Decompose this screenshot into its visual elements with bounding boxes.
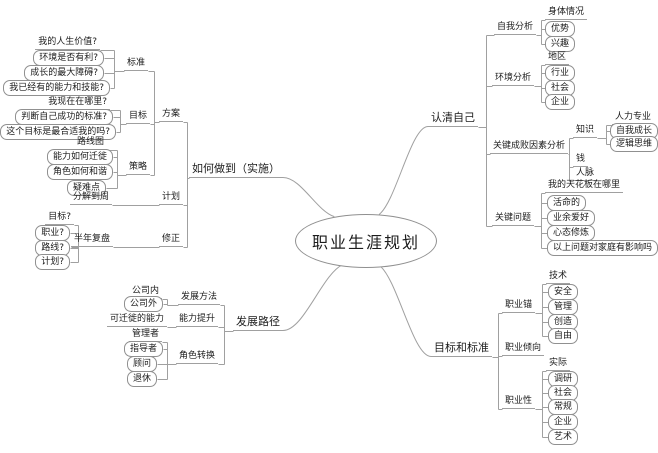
- mindmap-node-howto[interactable]: 如何做到（实施）: [189, 162, 283, 178]
- mindmap-node-qian[interactable]: 钱: [573, 153, 589, 167]
- mindmap-node-q-fit[interactable]: 这个目标是最合适我的吗?: [0, 124, 116, 140]
- edge-line: [282, 177, 335, 218]
- mindmap-node-jishu[interactable]: 技术: [546, 270, 571, 284]
- mindmap-node-know-self[interactable]: 认清自己: [428, 111, 478, 127]
- edge-line: [282, 264, 343, 331]
- mindmap-node-luxiantu[interactable]: 路线图: [73, 136, 107, 150]
- mindmap-node-qiye-2[interactable]: 企业: [548, 414, 579, 430]
- mindmap-node-huoming[interactable]: 活命的: [547, 195, 587, 211]
- mindmap-node-renmai[interactable]: 人脉: [573, 167, 598, 181]
- mindmap-node-youshi[interactable]: 优势: [545, 21, 576, 37]
- mindmap-node-gongsi-wai[interactable]: 公司外: [123, 296, 163, 312]
- edge-line: [379, 265, 432, 357]
- mindmap-node-hangye[interactable]: 行业: [545, 65, 576, 81]
- mindmap-node-changgui[interactable]: 常规: [548, 399, 579, 415]
- mindmap-node-qingxiang[interactable]: 职业倾向: [502, 342, 545, 356]
- mindmap-node-fazhan-fangfa[interactable]: 发展方法: [177, 291, 220, 305]
- mindmap-node-chengbai[interactable]: 关键成败因素分析: [490, 140, 569, 154]
- mindmap-node-guwen[interactable]: 顾问: [126, 356, 157, 372]
- mindmap-node-jiating[interactable]: 以上问题对家庭有影响吗: [547, 240, 658, 256]
- mindmap-node-q-success[interactable]: 判断自己成功的标准?: [15, 109, 113, 125]
- mindmap-node-goals[interactable]: 目标和标准: [431, 341, 492, 357]
- mindmap-node-yinandian[interactable]: 疑难点: [66, 180, 106, 196]
- mindmap-node-yeyu[interactable]: 业余爱好: [547, 210, 596, 226]
- mindmap-node-shiji[interactable]: 实际: [546, 357, 571, 371]
- mindmap-node-zhiye-mao[interactable]: 职业锚: [502, 299, 536, 313]
- mindmap-node-xingqu[interactable]: 兴趣: [545, 36, 576, 52]
- mindmap-node-fenjie[interactable]: 分解到周: [69, 191, 112, 205]
- mindmap-node-r-mubiao[interactable]: 目标?: [45, 211, 74, 225]
- mindmap-node-anquan[interactable]: 安全: [548, 284, 579, 300]
- mindmap-node-tuixiu[interactable]: 退休: [126, 371, 157, 387]
- mindmap-node-huanjing-fenxi[interactable]: 环境分析: [492, 72, 535, 86]
- mindmap-node-celue[interactable]: 策略: [125, 161, 150, 175]
- mindmap-node-fangan[interactable]: 方案: [158, 108, 183, 122]
- mindmap-node-keqianxi[interactable]: 可迁徙的能力: [106, 313, 167, 327]
- mindmap-node-q-skills[interactable]: 我已经有的能力和技能?: [3, 80, 110, 96]
- mindmap-node-q-obstacle[interactable]: 成长的最大障碍?: [24, 65, 104, 81]
- mindmap-node-zhiyexing[interactable]: 职业性: [502, 395, 536, 409]
- mindmap-node-jihua[interactable]: 计划: [158, 191, 183, 205]
- mindmap-node-path[interactable]: 发展路径: [233, 315, 283, 331]
- mindmap-node-guanjian-wenti[interactable]: 关键问题: [492, 212, 535, 226]
- mindmap-node-q-where[interactable]: 我现在在哪里?: [45, 96, 110, 110]
- mindmap-node-zhishi[interactable]: 知识: [573, 124, 598, 138]
- mindmap-node-nengli-tisheng[interactable]: 能力提升: [175, 313, 218, 327]
- central-topic-node[interactable]: 职业生涯规划: [295, 214, 437, 268]
- mindmap-node-biaozhun[interactable]: 标准: [123, 57, 148, 71]
- mindmap-node-guanli[interactable]: 管理: [548, 299, 579, 315]
- mindmap-node-shenti[interactable]: 身体情况: [545, 6, 588, 20]
- mindmap-node-xiuzheng[interactable]: 修正: [158, 233, 183, 247]
- edge-line: [378, 126, 429, 215]
- mindmap-node-fupan[interactable]: 半年复盘: [70, 233, 113, 247]
- mindmap-node-qianxi[interactable]: 能力如何迁徙: [46, 149, 113, 165]
- mindmap-node-tianhuaban[interactable]: 我的天花板在哪里: [545, 179, 624, 193]
- mindmap-node-mubiao[interactable]: 目标: [125, 110, 150, 124]
- mindmap-node-shehui-1[interactable]: 社会: [545, 80, 576, 96]
- mindmap-node-luoji[interactable]: 逻辑思维: [610, 136, 658, 152]
- mindmap-node-r-zhiye[interactable]: 职业?: [35, 225, 70, 241]
- mindmap-node-qiye-1[interactable]: 企业: [545, 94, 576, 110]
- mindmap-node-juese-zhuanhuan[interactable]: 角色转换: [175, 350, 218, 364]
- mindmap-node-diqu[interactable]: 地区: [545, 51, 570, 65]
- mindmap-node-ziwo-fenxi[interactable]: 自我分析: [494, 21, 537, 35]
- mindmap-node-q-env[interactable]: 环境是否有利?: [33, 50, 104, 66]
- mindmap-node-q-value[interactable]: 我的人生价值?: [35, 36, 100, 50]
- mindmap-node-zhidaozhe[interactable]: 指导者: [123, 341, 163, 357]
- mindmap-node-hexie[interactable]: 角色如何和谐: [46, 164, 113, 180]
- mindmap-node-xintai[interactable]: 心态修炼: [547, 225, 596, 241]
- mindmap-node-ziyou[interactable]: 自由: [548, 328, 579, 344]
- mindmap-node-guanlizhe[interactable]: 管理者: [128, 328, 162, 342]
- mindmap-node-yishu[interactable]: 艺术: [548, 429, 579, 445]
- mindmap-node-r-jihua[interactable]: 计划?: [35, 254, 70, 270]
